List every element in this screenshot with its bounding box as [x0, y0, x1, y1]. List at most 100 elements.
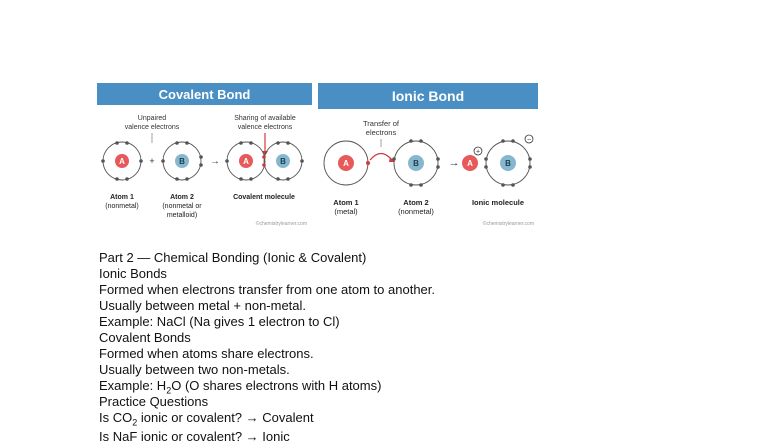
- ionic-arrow: →: [449, 157, 460, 169]
- nucleus-molecule-b-letter: B: [280, 157, 286, 166]
- ionic-bond-title: Ionic Bond: [391, 88, 465, 104]
- electron: [409, 183, 413, 187]
- label-transfer-line1: Transfer of: [363, 119, 400, 128]
- electron: [239, 177, 243, 181]
- cation-charge-sign: +: [476, 149, 480, 156]
- atom2-caption-line3: metalloid): [167, 212, 197, 219]
- atom2-caption-line2: (nonmetal or: [162, 203, 202, 210]
- label-unpaired-line2: valence electrons: [125, 124, 180, 131]
- question-1: Is CO2 ionic or covalent? → Covalent: [99, 410, 739, 428]
- plus-sign: +: [149, 156, 154, 166]
- electron: [286, 141, 290, 145]
- practice-heading: Practice Questions: [99, 394, 209, 409]
- covalent-example-sub: 2: [166, 385, 172, 396]
- cation: [462, 155, 478, 171]
- electron: [528, 157, 532, 161]
- orbit-ionic-atom2: [393, 140, 439, 186]
- electron: [436, 157, 440, 161]
- nucleus-molecule-b: [276, 154, 290, 168]
- covalent-bond-banner: Covalent Bond: [97, 83, 312, 105]
- notes: Part 2 — Chemical Bonding (Ionic & Coval…: [99, 250, 739, 445]
- electron: [199, 163, 203, 167]
- nucleus-ionic-atom1-letter: A: [343, 159, 349, 168]
- notes-heading: Part 2 — Chemical Bonding (Ionic & Coval…: [99, 250, 367, 265]
- ionic-example: Example: NaCl (Na gives 1 electron to Cl…: [99, 314, 340, 329]
- cation-charge: [473, 146, 483, 156]
- watermark: ©chemistrylearner.com: [256, 220, 307, 227]
- electron: [101, 159, 105, 163]
- cation-letter: A: [467, 159, 473, 168]
- ionic-bond-figure: Ionic Bond Transfer of electrons A B → A…: [318, 83, 538, 231]
- orbit-anion: [485, 140, 531, 186]
- arrow: →: [210, 156, 220, 167]
- atom1-caption-line1: Atom 1: [110, 194, 134, 201]
- electron: [125, 141, 129, 145]
- nucleus-ionic-atom1: [338, 155, 354, 171]
- electron: [225, 159, 229, 163]
- label-transfer-line2: electrons: [366, 128, 397, 137]
- electron: [175, 141, 179, 145]
- nucleus-molecule-a: [239, 154, 253, 168]
- covalent-line1: Formed when atoms share electrons.: [99, 346, 314, 361]
- ionic-atom2-caption-line2: (nonmetal): [398, 207, 434, 216]
- anion-letter: B: [505, 159, 511, 168]
- ionic-molecule-caption: Ionic molecule: [472, 198, 524, 207]
- electron: [199, 155, 203, 159]
- covalent-bonds-heading: Covalent Bonds: [99, 330, 191, 345]
- covalent-line2: Usually between two non-metals.: [99, 362, 290, 377]
- electron: [511, 139, 515, 143]
- electron: [249, 177, 253, 181]
- ionic-atom1-caption-line1: Atom 1: [333, 198, 358, 207]
- atom1-caption-line2: (nonmetal): [105, 203, 138, 210]
- electron: [419, 183, 423, 187]
- atom2-caption-line1: Atom 2: [170, 194, 194, 201]
- covalent-bond-title: Covalent Bond: [158, 86, 251, 102]
- covalent-example: Example: H2O (O shares electrons with H …: [99, 378, 739, 396]
- nucleus-molecule-a-letter: A: [243, 157, 249, 166]
- q1-sub: 2: [132, 417, 138, 428]
- electron: [409, 139, 413, 143]
- electron: [484, 165, 488, 169]
- ionic-atom2-caption-line1: Atom 2: [403, 198, 428, 207]
- electron: [161, 159, 165, 163]
- electron: [125, 177, 129, 181]
- electron: [501, 183, 505, 187]
- electron: [185, 141, 189, 145]
- electron: [175, 177, 179, 181]
- nucleus-atom2-letter: B: [179, 157, 185, 166]
- anion-charge-sign: −: [527, 137, 531, 144]
- electron: [484, 157, 488, 161]
- nucleus-ionic-atom2: [408, 155, 424, 171]
- covalent-example-post: O (O shares electrons with H atoms): [171, 378, 382, 393]
- label-sharing-line1: Sharing of available: [234, 115, 296, 122]
- nucleus-ionic-atom2-letter: B: [413, 159, 419, 168]
- molecule-caption: Covalent molecule: [233, 194, 295, 201]
- q1-post: ionic or covalent? → Covalent: [137, 410, 314, 425]
- shared-electron: [262, 163, 266, 167]
- electron: [115, 141, 119, 145]
- electron: [276, 177, 280, 181]
- electron: [300, 159, 304, 163]
- covalent-example-pre: Example: H: [99, 378, 167, 393]
- ionic-atom1-caption-line2: (metal): [334, 207, 358, 216]
- transfer-electron: [366, 161, 370, 165]
- nucleus-atom1-letter: A: [119, 157, 125, 166]
- electron: [501, 139, 505, 143]
- anion-charge: [524, 134, 534, 144]
- electron: [249, 141, 253, 145]
- ionic-bonds-heading: Ionic Bonds: [99, 266, 167, 281]
- ionic-watermark: ©chemistrylearner.com: [483, 220, 534, 227]
- nucleus-atom2: [175, 154, 189, 168]
- nucleus-atom1: [115, 154, 129, 168]
- label-sharing-line2: valence electrons: [238, 124, 293, 131]
- covalent-bond-figure: Covalent Bond Unpaired valence electrons…: [97, 83, 312, 231]
- electron: [239, 141, 243, 145]
- covalent-bond-diagram: Unpaired valence electrons Sharing of av…: [101, 115, 307, 227]
- electron: [139, 159, 143, 163]
- electron: [392, 157, 396, 161]
- electron: [528, 165, 532, 169]
- electron: [419, 139, 423, 143]
- shared-electron: [262, 155, 266, 159]
- label-unpaired-line1: Unpaired: [138, 115, 167, 122]
- transfer-arrow-head: [389, 157, 395, 162]
